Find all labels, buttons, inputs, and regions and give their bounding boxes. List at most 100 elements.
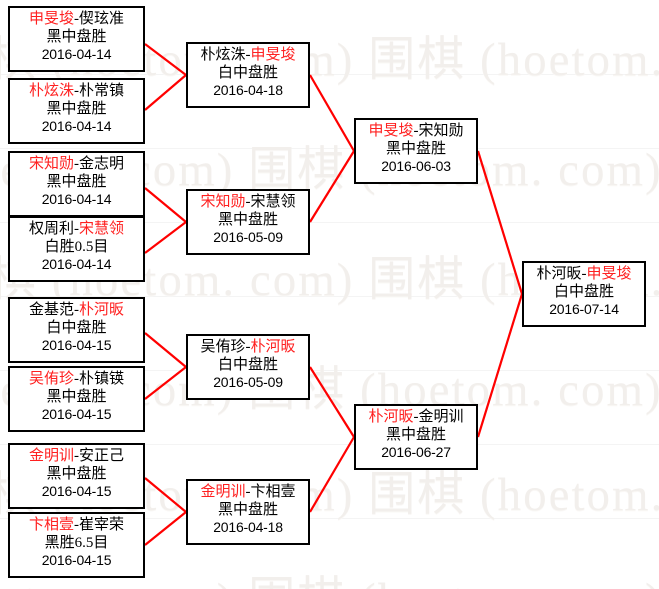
player-left: 申旻埈 bbox=[368, 123, 414, 139]
player-right: 宋慧领 bbox=[250, 194, 296, 210]
background-rule-line bbox=[0, 148, 659, 149]
match-players: 朴河昄-申旻埈 bbox=[528, 266, 640, 284]
bracket-connector-line bbox=[309, 74, 355, 152]
player-left: 朴河昄 bbox=[536, 266, 582, 282]
bracket-connector-line bbox=[144, 332, 187, 368]
match-date: 2016-06-27 bbox=[381, 444, 451, 461]
player-left: 朴炫洙 bbox=[200, 47, 246, 63]
match-date: 2016-04-14 bbox=[41, 46, 112, 63]
player-separator: - bbox=[74, 448, 79, 464]
player-separator: - bbox=[413, 123, 419, 139]
player-right: 宋知勋 bbox=[418, 123, 464, 139]
bracket-connector-line bbox=[144, 187, 187, 223]
player-left: 申旻埈 bbox=[28, 11, 74, 27]
match-date: 2016-04-15 bbox=[41, 406, 112, 423]
player-right: 偰玹准 bbox=[79, 11, 125, 27]
match-result: 白胜0.5目 bbox=[44, 238, 109, 255]
player-right: 安正己 bbox=[79, 448, 125, 464]
match-date: 2016-05-09 bbox=[213, 229, 283, 246]
match-players: 朴炫洙-朴常镇 bbox=[14, 83, 139, 101]
match-players: 权周利-宋慧领 bbox=[14, 221, 139, 239]
match-result: 黑中盘胜 bbox=[46, 465, 107, 482]
match-result: 黑中盘胜 bbox=[46, 100, 107, 117]
match-result: 黑中盘胜 bbox=[46, 388, 107, 405]
match-date: 2016-04-14 bbox=[41, 118, 112, 135]
match-players: 金明训-安正己 bbox=[14, 448, 139, 466]
match-result: 黑中盘胜 bbox=[217, 211, 278, 228]
player-separator: - bbox=[74, 11, 79, 27]
player-separator: - bbox=[413, 409, 419, 425]
match-result: 黑胜6.5目 bbox=[44, 534, 109, 551]
match-result: 白中盘胜 bbox=[46, 319, 107, 336]
player-separator: - bbox=[245, 194, 251, 210]
player-separator: - bbox=[74, 371, 79, 387]
bracket-connector-line bbox=[144, 221, 187, 254]
bracket-connector-line bbox=[144, 366, 187, 400]
player-right: 朴河昄 bbox=[250, 339, 296, 355]
player-separator: - bbox=[74, 221, 79, 237]
player-left: 金基范 bbox=[28, 302, 74, 318]
player-separator: - bbox=[74, 302, 79, 318]
bracket-connector-line bbox=[476, 293, 524, 438]
match-date: 2016-04-15 bbox=[41, 483, 112, 500]
match-players: 朴炫洙-申旻埈 bbox=[192, 47, 304, 65]
player-left: 权周利 bbox=[28, 221, 74, 237]
match-players: 吴侑珍-朴河昄 bbox=[192, 339, 304, 357]
player-left: 朴河昄 bbox=[368, 409, 414, 425]
match-players: 卞相壹-崔宰荣 bbox=[14, 517, 139, 535]
player-right: 朴镇锳 bbox=[79, 371, 125, 387]
player-left: 卞相壹 bbox=[28, 517, 74, 533]
player-separator: - bbox=[74, 156, 79, 172]
player-separator: - bbox=[74, 517, 79, 533]
player-right: 金明训 bbox=[418, 409, 464, 425]
player-right: 卞相壹 bbox=[250, 484, 296, 500]
match-date: 2016-06-03 bbox=[381, 158, 451, 175]
match-date: 2016-05-09 bbox=[213, 374, 283, 391]
match-date: 2016-07-14 bbox=[549, 301, 619, 318]
match-result: 白中盘胜 bbox=[217, 356, 278, 373]
player-right: 朴常镇 bbox=[79, 83, 125, 99]
player-left: 吴侑珍 bbox=[200, 339, 246, 355]
bracket-connector-line bbox=[309, 436, 355, 513]
player-separator: - bbox=[74, 83, 79, 99]
player-separator: - bbox=[245, 484, 251, 500]
match-players: 宋知勋-宋慧领 bbox=[192, 194, 304, 212]
match-players: 金明训-卞相壹 bbox=[192, 484, 304, 502]
player-left: 金明训 bbox=[200, 484, 246, 500]
player-right: 申旻埈 bbox=[586, 266, 632, 282]
bracket-connector-line bbox=[144, 477, 187, 513]
player-left: 宋知勋 bbox=[200, 194, 246, 210]
player-left: 金明训 bbox=[28, 448, 74, 464]
match-result: 黑中盘胜 bbox=[217, 501, 278, 518]
player-right: 朴河昄 bbox=[79, 302, 125, 318]
player-left: 吴侑珍 bbox=[28, 371, 74, 387]
match-players: 申旻埈-宋知勋 bbox=[360, 123, 472, 141]
player-right: 申旻埈 bbox=[250, 47, 296, 63]
match-date: 2016-04-15 bbox=[41, 337, 112, 354]
match-result: 黑中盘胜 bbox=[46, 28, 107, 45]
match-players: 金基范-朴河昄 bbox=[14, 302, 139, 320]
bracket-connector-line bbox=[309, 150, 355, 223]
bracket-connector-line bbox=[144, 43, 187, 76]
match-players: 宋知勋-金志明 bbox=[14, 156, 139, 174]
match-result: 白中盘胜 bbox=[553, 283, 614, 300]
player-right: 金志明 bbox=[79, 156, 125, 172]
match-date: 2016-04-15 bbox=[41, 552, 112, 569]
match-date: 2016-04-18 bbox=[213, 519, 283, 536]
